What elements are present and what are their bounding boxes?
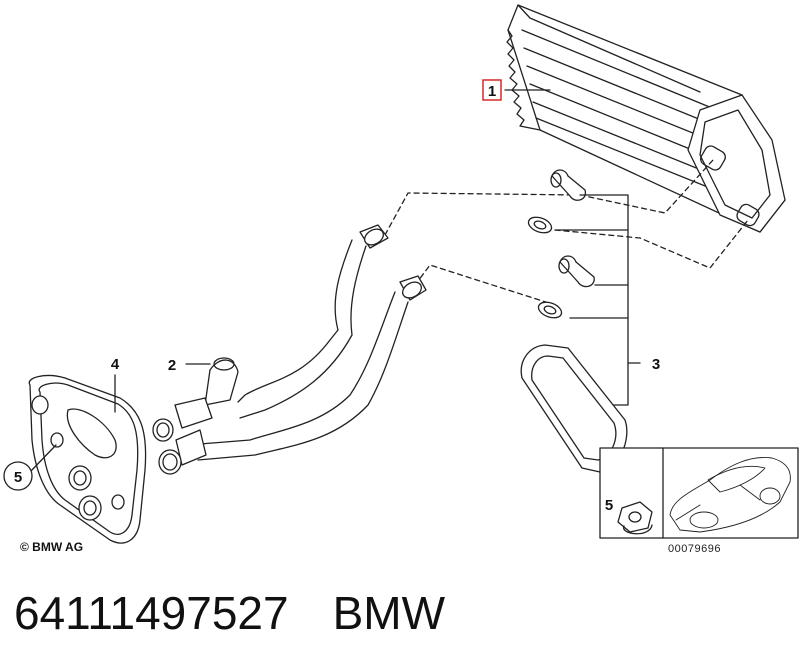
bracket-3 [554,194,641,406]
flange-plate [28,374,147,544]
seal-upper [527,216,553,234]
clamp-upper [550,169,587,201]
footer: 64111497527 BMW [14,583,445,643]
callout-1: 1 [488,83,496,100]
callout-5: 5 [14,469,22,486]
copyright-text: © BMW AG [20,540,84,554]
dashed-leaders [384,159,749,306]
brand-name: BMW [332,587,446,639]
callout-5-circle [3,461,33,491]
heater-core [506,4,786,233]
callout-2: 2 [168,357,176,374]
clamp-lower [558,255,595,288]
callout-5-inset: 5 [605,497,613,514]
part-number: 64111497527 [14,587,289,639]
reference-code: 00079696 [668,543,721,555]
callout-leaders [29,89,551,473]
callout-3: 3 [652,356,660,373]
parts-diagram: 1 2 3 4 5 5 [3,4,799,544]
callout-1-highlight [482,79,502,101]
callout-4: 4 [111,356,120,373]
pipe-assembly [152,224,427,475]
seal-lower [537,301,563,319]
inset-box [599,447,799,539]
